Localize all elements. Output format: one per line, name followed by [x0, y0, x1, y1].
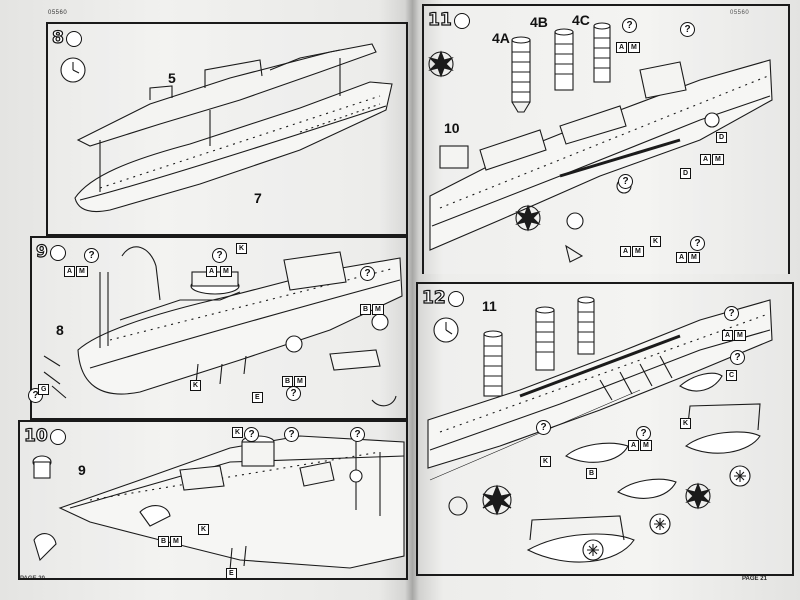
optional-question-icon: ?: [212, 248, 227, 263]
step-11-callout-4c: 4C: [572, 12, 590, 28]
optional-question-icon: ?: [690, 236, 705, 251]
tag-m: M: [712, 154, 724, 165]
optional-question-icon: ?: [84, 248, 99, 263]
tag-m: M: [76, 266, 88, 277]
tag-m: M: [372, 304, 384, 315]
tag-a: A: [616, 42, 628, 53]
tag-k: K: [540, 456, 552, 467]
tag-k: K: [232, 427, 244, 438]
tag-b: B: [586, 468, 598, 479]
optional-question-icon: ?: [284, 427, 299, 442]
tag-b: B: [282, 376, 294, 387]
tag-k: K: [198, 524, 210, 535]
step-8-callout-5: 5: [168, 70, 176, 86]
tag-m: M: [688, 252, 700, 263]
glue-icon: [49, 244, 66, 261]
optional-question-icon: ?: [618, 174, 633, 189]
optional-question-icon: ?: [730, 350, 745, 365]
glue-icon: [453, 12, 470, 29]
tag-k: K: [650, 236, 662, 247]
right-page: 05560 PAGE 21 11 4A 4B 4C 10 12 11: [412, 0, 800, 600]
right-page-number: PAGE 21: [742, 576, 767, 582]
tag-m: M: [734, 330, 746, 341]
step-10-number: 10: [23, 426, 48, 446]
step-8-number: 8: [51, 28, 64, 48]
optional-question-icon: ?: [244, 427, 259, 442]
tag-k: K: [680, 418, 692, 429]
tag-m: M: [294, 376, 306, 387]
glue-icon: [447, 290, 464, 307]
tag-e: E: [252, 392, 263, 403]
step-12-number: 12: [421, 288, 446, 308]
step-10-callout-9: 9: [78, 462, 86, 478]
optional-question-icon: ?: [680, 22, 695, 37]
tag-k: K: [190, 380, 202, 391]
tag-d: D: [716, 132, 728, 143]
tag-m: M: [632, 246, 644, 257]
tag-d: D: [680, 168, 692, 179]
tag-a: A: [620, 246, 632, 257]
tag-m: M: [170, 536, 182, 547]
tag-k: K: [236, 243, 248, 254]
step-11-callout-10: 10: [444, 120, 460, 136]
step-8-callout-7: 7: [254, 190, 262, 206]
tag-g: G: [38, 384, 50, 395]
step-9-number: 9: [35, 242, 48, 262]
right-page-code: 05560: [730, 10, 750, 16]
step-11-callout-4b: 4B: [530, 14, 548, 30]
step-10-badge: 10: [23, 426, 66, 446]
glue-icon: [49, 428, 66, 445]
tag-a: A: [206, 266, 218, 277]
optional-question-icon: ?: [724, 306, 739, 321]
tag-b: B: [158, 536, 170, 547]
step-9-callout-8: 8: [56, 322, 64, 338]
optional-question-icon: ?: [286, 386, 301, 401]
step-12-callout-11: 11: [482, 298, 497, 314]
tag-a: A: [628, 440, 640, 451]
tag-b: B: [360, 304, 372, 315]
optional-question-icon: ?: [536, 420, 551, 435]
tag-e: E: [226, 568, 237, 579]
step-11-badge: 11: [427, 10, 470, 30]
tag-a: A: [676, 252, 688, 263]
optional-question-icon: ?: [360, 266, 375, 281]
step-12-badge: 12: [421, 288, 464, 308]
tag-m: M: [628, 42, 640, 53]
tag-m: M: [220, 266, 232, 277]
tag-m: M: [640, 440, 652, 451]
tag-a: A: [722, 330, 734, 341]
step-11-number: 11: [427, 10, 452, 30]
step-9-badge: 9: [35, 242, 66, 262]
optional-question-icon: ?: [636, 426, 651, 441]
tag-c: C: [726, 370, 738, 381]
glue-icon: [65, 30, 82, 47]
step-11-callout-4a: 4A: [492, 30, 510, 46]
optional-question-icon: ?: [350, 427, 365, 442]
optional-question-icon: ?: [622, 18, 637, 33]
tag-a: A: [64, 266, 76, 277]
page-gutter: [405, 0, 419, 600]
left-page-code: 05560: [48, 10, 68, 16]
step-8-badge: 8: [51, 28, 82, 48]
tag-a: A: [700, 154, 712, 165]
